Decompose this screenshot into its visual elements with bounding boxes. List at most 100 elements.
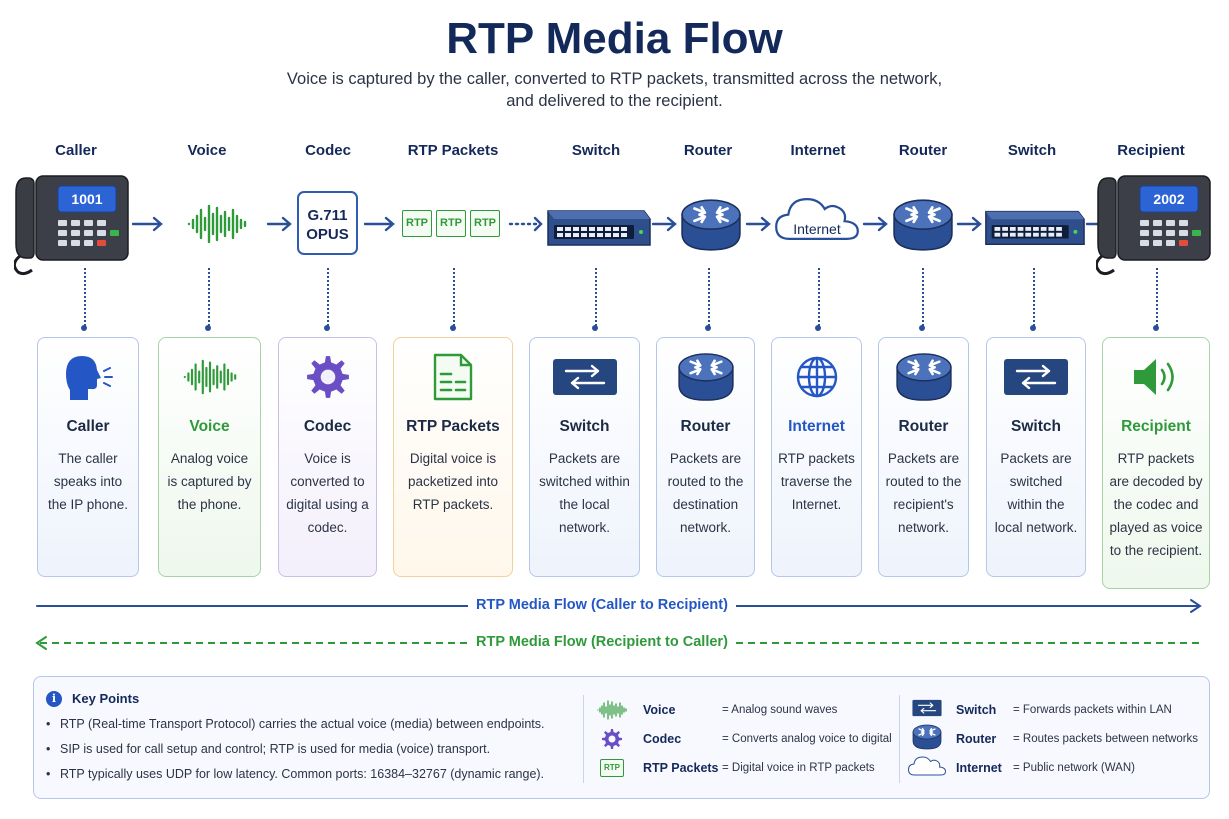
document-icon [394, 352, 512, 402]
connector-line [1156, 268, 1158, 330]
waveform-icon [159, 352, 260, 402]
switch-icon [987, 352, 1085, 402]
key-point-item: RTP typically uses UDP for low latency. … [46, 767, 544, 781]
rtp-packet-icon: RTP [470, 210, 500, 237]
divider [583, 695, 584, 783]
legend-description: = Analog sound waves [722, 704, 838, 716]
card-codec: Codec Voice is converted to digital usin… [278, 337, 377, 577]
rtp-packet-icon-label: RTP [600, 759, 624, 777]
card-caller: Caller The caller speaks into the IP pho… [37, 337, 139, 577]
stage-label-codec: Codec [305, 142, 351, 159]
legend-name: Codec [643, 732, 682, 746]
legend-name: Internet [956, 761, 1002, 775]
codec-line-2: OPUS [306, 226, 349, 243]
caller-phone-icon: 1001 [12, 172, 130, 276]
arrow-right-icon [745, 216, 771, 232]
stage-label-caller: Caller [55, 142, 97, 159]
card-description: RTP packets traverse the Internet. [778, 451, 855, 512]
legend-name: Router [956, 732, 997, 746]
legend-description: = Digital voice in RTP packets [722, 762, 875, 774]
stage-label-recipient: Recipient [1117, 142, 1185, 159]
card-title: Caller [66, 418, 110, 435]
legend-name: Switch [956, 703, 997, 717]
connector-dot [1030, 325, 1036, 331]
stage-label-switch-1: Switch [571, 142, 621, 159]
internet-cloud-label: Internet [793, 221, 841, 237]
card-description: Voice is converted to digital using a co… [286, 451, 369, 535]
globe-icon [772, 352, 861, 402]
connector-line [595, 268, 597, 330]
card-router-1: Router Packets are routed to the destina… [656, 337, 755, 577]
card-internet: Internet RTP packets traverse the Intern… [771, 337, 862, 577]
card-title: Router [898, 418, 949, 435]
reverse-flow-label: RTP Media Flow (Recipient to Caller) [468, 634, 736, 650]
stage-label-router-1: Router [683, 142, 733, 159]
connector-line [1033, 268, 1035, 330]
connector-line [208, 268, 210, 330]
connector-dot [450, 325, 456, 331]
arrow-right-icon [131, 216, 163, 232]
card-description: RTP packets are decoded by the codec and… [1109, 451, 1203, 558]
router-icon [910, 724, 944, 750]
arrow-right-icon [363, 216, 395, 232]
rtp-packets-group: RTP RTP RTP [402, 210, 500, 237]
connector-dot [81, 325, 87, 331]
card-description: Analog voice is captured by the phone. [167, 451, 252, 512]
legend-name: Voice [643, 703, 676, 717]
card-rtp-packets: RTP Packets Digital voice is packetized … [393, 337, 513, 577]
router-icon [657, 352, 754, 402]
internet-cloud-icon: Internet [774, 188, 860, 250]
stage-label-router-2: Router [898, 142, 948, 159]
connector-dot [1153, 325, 1159, 331]
arrow-right-icon [651, 216, 677, 232]
codec-line-1: G.711 [307, 207, 348, 224]
rtp-packet-icon: RTP [436, 210, 466, 237]
caller-phone-number: 1001 [71, 191, 103, 207]
stage-label-internet: Internet [790, 142, 846, 159]
voice-waveform-icon [187, 204, 247, 244]
arrow-right-icon [266, 216, 292, 232]
card-description: Digital voice is packetized into RTP pac… [407, 451, 499, 512]
connector-dot [324, 325, 330, 331]
connector-dot [205, 325, 211, 331]
switch-icon [547, 210, 651, 246]
card-description: Packets are routed to the recipient's ne… [885, 451, 962, 535]
card-title: Voice [189, 418, 230, 435]
switch-icon [530, 352, 639, 402]
info-icon: i [46, 691, 62, 707]
connector-dot [705, 325, 711, 331]
recipient-phone-icon: 2002 [1094, 172, 1212, 276]
switch-icon [910, 697, 944, 719]
card-recipient: Recipient RTP packets are decoded by the… [1102, 337, 1210, 589]
connector-line [327, 268, 329, 330]
legend-description: = Converts analog voice to digital [722, 733, 892, 745]
speaking-head-icon [38, 352, 138, 402]
card-switch-1: Switch Packets are switched within the l… [529, 337, 640, 577]
router-icon [879, 352, 968, 402]
waveform-icon [597, 699, 627, 721]
key-points-title: Key Points [72, 691, 140, 706]
card-description: Packets are routed to the destination ne… [667, 451, 744, 535]
page-title: RTP Media Flow [446, 14, 783, 63]
key-point-item: RTP (Real-time Transport Protocol) carri… [46, 717, 544, 731]
codec-box: G.711 OPUS [297, 191, 358, 255]
connector-dot [815, 325, 821, 331]
card-title: Recipient [1121, 418, 1191, 435]
card-title: Internet [788, 418, 845, 435]
arrow-right-icon [862, 216, 888, 232]
card-description: Packets are switched within the local ne… [994, 451, 1078, 535]
card-voice: Voice Analog voice is captured by the ph… [158, 337, 261, 577]
forward-flow-label: RTP Media Flow (Caller to Recipient) [468, 597, 736, 613]
router-icon [892, 198, 954, 252]
speaker-icon [1103, 352, 1209, 402]
card-title: RTP Packets [406, 418, 500, 435]
connector-dot [919, 325, 925, 331]
card-title: Codec [303, 418, 352, 435]
subtitle-line-1: Voice is captured by the caller, convert… [286, 70, 943, 88]
connector-line [708, 268, 710, 330]
connector-line [818, 268, 820, 330]
cloud-icon [906, 755, 948, 777]
card-description: Packets are switched within the local ne… [539, 451, 630, 535]
legend-name: RTP Packets [643, 761, 719, 775]
switch-icon [985, 210, 1085, 246]
